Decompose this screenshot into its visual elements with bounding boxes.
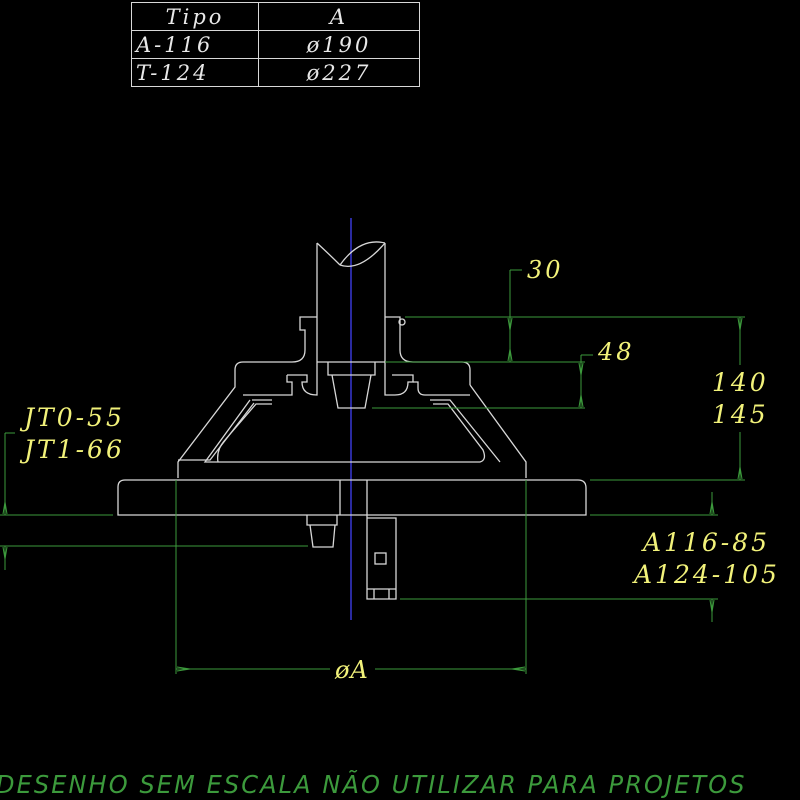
dim-height-a: 140 — [712, 368, 769, 397]
dim-right-label-2: A124-105 — [634, 560, 780, 589]
dim-left-label-2: JT1-66 — [24, 435, 125, 464]
dimension-lines — [0, 269, 745, 674]
dim-right-label-1: A116-85 — [643, 528, 771, 557]
table-row: T-124 ø227 — [131, 58, 420, 87]
dim-diameter: øA — [335, 656, 369, 684]
cell-tipo: T-124 — [131, 58, 259, 87]
header-a: A — [258, 2, 420, 31]
header-tipo: Tipo — [131, 2, 259, 31]
footer-disclaimer: DESENHO SEM ESCALA NÃO UTILIZAR PARA PRO… — [0, 770, 747, 799]
dim-mid-offset: 48 — [598, 338, 635, 366]
table-header-row: Tipo A — [131, 2, 420, 31]
dim-left-label-1: JT0-55 — [24, 403, 125, 432]
table-row: A-116 ø190 — [131, 30, 420, 59]
type-table: Tipo A A-116 ø190 T-124 ø227 — [131, 2, 420, 87]
cell-a: ø227 — [258, 58, 420, 87]
dim-height-b: 145 — [712, 400, 769, 429]
part-geometry — [117, 241, 587, 600]
dim-top-offset: 30 — [527, 256, 564, 284]
